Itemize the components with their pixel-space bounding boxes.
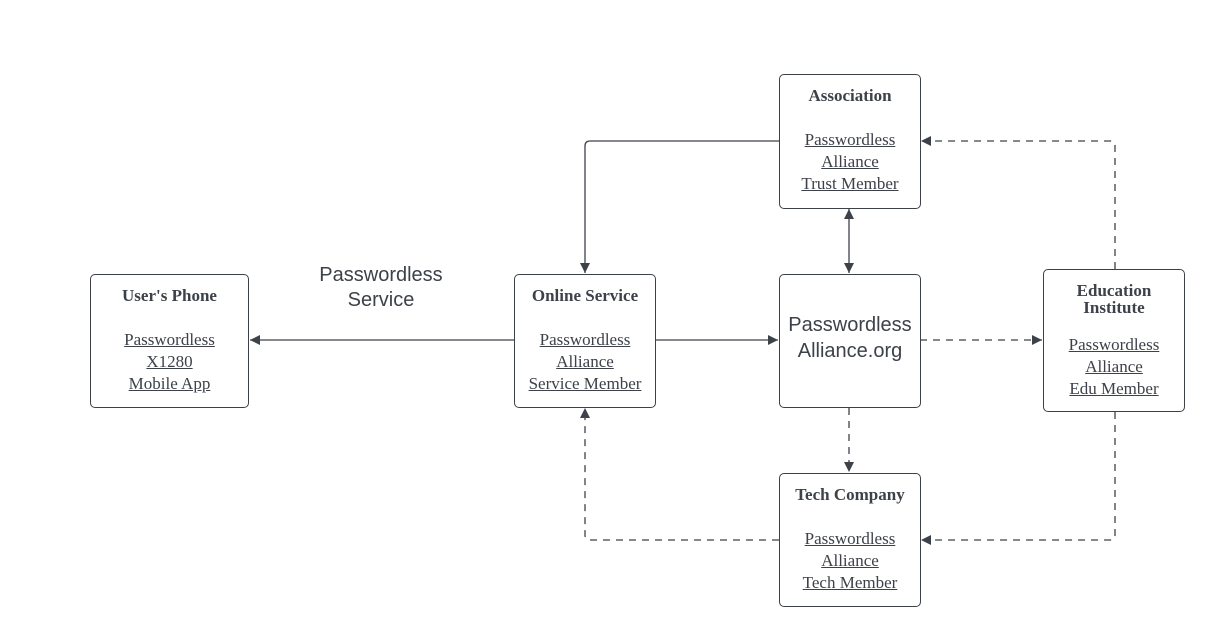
node-membership-link[interactable]: Passwordless Alliance Service Member	[528, 330, 642, 393]
edge-education-to-tech-company	[921, 412, 1116, 545]
edge-education-to-association	[921, 136, 1116, 269]
edge-label-line: Passwordless	[319, 264, 443, 286]
node-membership-link[interactable]: Passwordless Alliance Trust Member	[801, 130, 899, 193]
edge-label-line: Service	[347, 289, 415, 311]
node-title: User's Phone	[122, 286, 217, 305]
node-label-line: Alliance.org	[797, 340, 903, 362]
node-membership-link[interactable]: Passwordless X1280 Mobile App	[124, 330, 215, 393]
node-title: Association	[808, 86, 892, 105]
node-title: Tech Company	[795, 485, 905, 504]
node-membership-link[interactable]: Passwordless Alliance Tech Member	[802, 529, 898, 592]
node-association: Association Passwordless Alliance Trust …	[779, 74, 921, 209]
node-users-phone: User's Phone Passwordless X1280 Mobile A…	[90, 274, 249, 408]
node-membership-link[interactable]: Passwordless Alliance Edu Member	[1068, 335, 1160, 398]
node-online-service: Online Service Passwordless Alliance Ser…	[514, 274, 656, 408]
node-title: Education Institute	[1076, 281, 1152, 317]
node-tech-company: Tech Company Passwordless Alliance Tech …	[779, 473, 921, 607]
edge-label-passwordless-service: Passwordless Service	[300, 263, 462, 313]
node-title: Online Service	[531, 286, 639, 305]
node-passwordless-alliance: Passwordless Alliance.org	[779, 274, 921, 408]
node-label-line: Passwordless	[788, 314, 912, 336]
edge-association-to-online-service	[580, 140, 779, 273]
node-education-institute: Education Institute Passwordless Allianc…	[1043, 269, 1185, 412]
edge-tech-company-to-online-service	[580, 408, 779, 541]
